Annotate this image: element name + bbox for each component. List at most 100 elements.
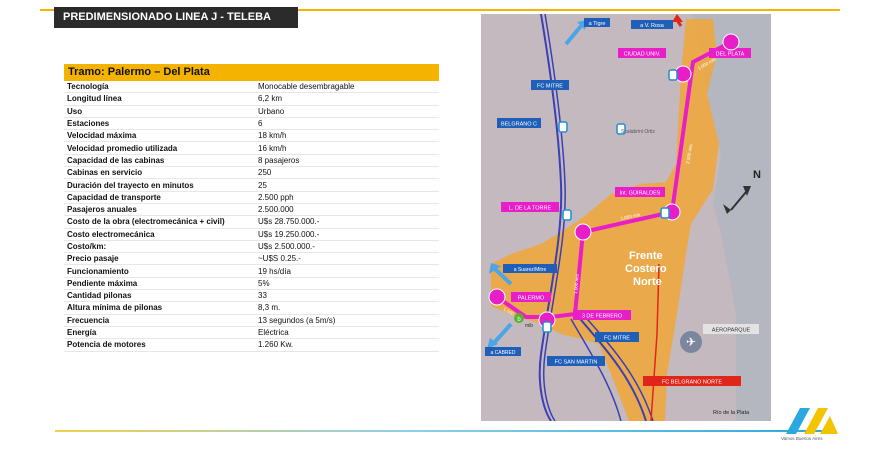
row-value: 2.500.000 [255,203,439,217]
arrow-suarez: a Suarez/Mitre [514,267,547,273]
row-label: Costo/km: [64,240,255,254]
airplane-icon [680,331,702,353]
north-arrow-icon [723,186,751,214]
arrow-cabred: a CABRED [490,350,515,356]
station-de-la-torre: L. DE LA TORRE [509,206,552,212]
row-value: 250 [255,166,439,180]
distance-2: 1.000 mts [620,212,641,221]
row-label: Capacidad de transporte [64,191,255,204]
rail-line-1 [538,14,563,421]
row-label: Pasajeros anuales [64,203,255,217]
station-node-delplata [722,33,740,51]
label-fc-belgrano-norte: FC BELGRANO NORTE [662,380,722,386]
row-value: U$s 2.500.000.- [255,240,439,254]
label-belgrano-c: BELGRANO C [501,122,537,128]
row-value: Monocable desembragable [255,81,439,94]
row-label: Energía [64,326,255,340]
row-label: Costo electromecánica [64,228,255,241]
station-node-torre [574,223,592,241]
page-title: PREDIMENSIONADO LINEA J - TELEBA [54,7,298,28]
svg-text:✈: ✈ [686,335,696,349]
row-value: U$s 19.250.000.- [255,228,439,241]
rail-line-2 [575,313,647,421]
row-value: 25 [255,178,439,192]
table-row: Costo de la obra (electromecánica + civi… [64,215,439,229]
row-value: 13 segundos (a 5m/s) [255,314,439,327]
ba-logo [786,408,838,434]
table-row: Precio pasaje~U$S 0.25.- [64,252,439,266]
bike-icon [514,313,524,323]
distance-3: 1.000 mts [573,273,580,294]
label-rio-de-la-plata: Río de la Plata [713,410,750,416]
bottom-rule [55,430,825,432]
row-label: Estaciones [64,117,255,131]
row-value: 2.500 pph [255,191,439,204]
row-value: 6 [255,117,439,131]
station-del-plata: DEL PLATA [716,52,745,58]
row-value: 6,2 km [255,92,439,106]
row-label: Velocidad máxima [64,129,255,143]
station-palermo: PALERMO [518,296,545,302]
label-fc-mitre-bottom: FC MITRE [604,336,630,342]
row-value: 1.260 Kw. [255,338,439,352]
label-fc-san-martin: FC SAN MARTIN [555,360,598,366]
station-node-palermo [488,288,506,306]
bike-b-label: b [517,317,521,323]
row-value: 19 hs/día [255,264,439,278]
row-value: U$s 28.750.000.- [255,215,439,229]
row-value: Eléctrica [255,326,439,340]
row-label: Tecnología [64,81,255,94]
row-label: Precio pasaje [64,252,255,266]
row-label: Frecuencia [64,314,255,327]
top-rule [40,9,840,11]
label-aeroparque: AEROPARQUE [712,328,751,334]
frente-costero-line1: Frente [629,250,663,262]
row-value: 8,3 m. [255,301,439,315]
row-label: Cabinas en servicio [64,166,255,180]
row-value: Urbano [255,105,439,118]
row-label: Costo de la obra (electromecánica + civi… [64,215,255,229]
row-label: Uso [64,105,255,118]
rail-belgrano-norte [650,263,660,421]
row-label: Cantidad pilonas [64,289,255,303]
table-heading: Tramo: Palermo – Del Plata [64,64,439,81]
row-value: 33 [255,289,439,303]
row-value: 16 km/h [255,141,439,155]
route-map: a Tigre a V. Rosa a Suarez/Mitre a CABRE… [481,14,771,421]
north-label: N [753,169,761,181]
row-value: 8 pasajeros [255,154,439,168]
row-value: 18 km/h [255,129,439,143]
row-label: Longitud línea [64,92,255,106]
river-area [691,14,771,421]
row-label: Duración del trayecto en minutos [64,178,255,192]
station-3-de-febrero: 3 DE FEBRERO [582,314,623,320]
frente-costero-line3: Norte [633,276,662,288]
arrow-tigre: a Tigre [589,21,606,27]
distance-1: 2.000 mts [685,143,693,164]
row-label: Velocidad promedio utilizada [64,141,255,155]
row-label: Potencia de motores [64,338,255,352]
row-value: 5% [255,277,439,291]
row-label: Pendiente máxima [64,277,255,291]
gondola-line [495,40,732,319]
